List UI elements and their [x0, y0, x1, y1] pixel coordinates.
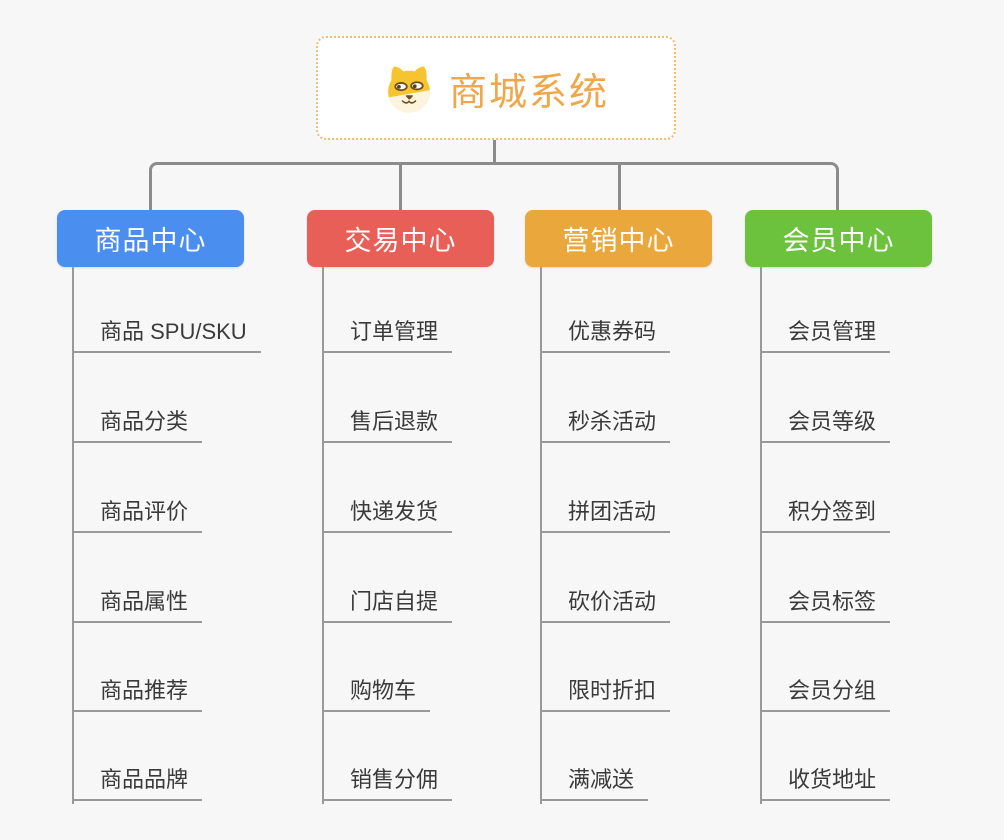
subtopic[interactable]: 满减送	[540, 767, 649, 801]
subtopic[interactable]: 商品属性	[72, 589, 203, 623]
connector-distribution-line	[149, 162, 839, 210]
subtopic[interactable]: 会员管理	[760, 319, 891, 353]
branch-label: 交易中心	[344, 226, 457, 256]
subtopic[interactable]: 优惠券码	[540, 319, 671, 353]
subtopic[interactable]: 砍价活动	[540, 589, 671, 623]
subtopic[interactable]: 订单管理	[322, 319, 453, 353]
branch-trade-center: 交易中心 订单管理 售后退款 快递发货 门店自提 购物车 销售分佣	[307, 210, 547, 830]
subtopic[interactable]: 秒杀活动	[540, 409, 671, 443]
subtopic[interactable]: 门店自提	[322, 589, 453, 623]
branch-label: 商品中心	[94, 226, 207, 256]
connector-root-stub	[493, 140, 496, 165]
subtopic[interactable]: 拼团活动	[540, 499, 671, 533]
branch-topic-marketing[interactable]: 营销中心	[525, 210, 712, 267]
branch-trunk-line	[322, 267, 324, 804]
subtopic[interactable]: 会员等级	[760, 409, 891, 443]
dog-icon	[388, 66, 430, 113]
subtopic[interactable]: 商品推荐	[72, 678, 203, 712]
branch-marketing-center: 营销中心 优惠券码 秒杀活动 拼团活动 砍价活动 限时折扣 满减送	[525, 210, 765, 830]
root-topic[interactable]: 商城系统	[316, 36, 676, 140]
branch-label: 会员中心	[782, 226, 895, 256]
branch-product-center: 商品中心 商品 SPU/SKU 商品分类 商品评价 商品属性 商品推荐 商品品牌	[57, 210, 297, 830]
connector-drop-marketing	[618, 165, 621, 210]
subtopic[interactable]: 售后退款	[322, 409, 453, 443]
subtopic[interactable]: 商品品牌	[72, 767, 203, 801]
branch-topic-trade[interactable]: 交易中心	[307, 210, 494, 267]
root-title: 商城系统	[448, 71, 609, 114]
branch-member-center: 会员中心 会员管理 会员等级 积分签到 会员标签 会员分组 收货地址	[745, 210, 985, 830]
subtopic[interactable]: 商品 SPU/SKU	[72, 319, 261, 353]
subtopic[interactable]: 购物车	[322, 678, 431, 712]
subtopic[interactable]: 商品评价	[72, 499, 203, 533]
subtopic[interactable]: 收货地址	[760, 767, 891, 801]
branch-trunk-line	[540, 267, 542, 804]
subtopic[interactable]: 销售分佣	[322, 767, 453, 801]
branch-topic-product[interactable]: 商品中心	[57, 210, 244, 267]
connector-drop-trade	[399, 165, 402, 210]
branch-trunk-line	[760, 267, 762, 804]
branch-trunk-line	[72, 267, 74, 804]
branch-topic-member[interactable]: 会员中心	[745, 210, 932, 267]
subtopic[interactable]: 积分签到	[760, 499, 891, 533]
branch-label: 营销中心	[562, 226, 675, 256]
subtopic[interactable]: 限时折扣	[540, 678, 671, 712]
subtopic[interactable]: 会员分组	[760, 678, 891, 712]
subtopic[interactable]: 会员标签	[760, 589, 891, 623]
subtopic[interactable]: 商品分类	[72, 409, 203, 443]
subtopic[interactable]: 快递发货	[322, 499, 453, 533]
